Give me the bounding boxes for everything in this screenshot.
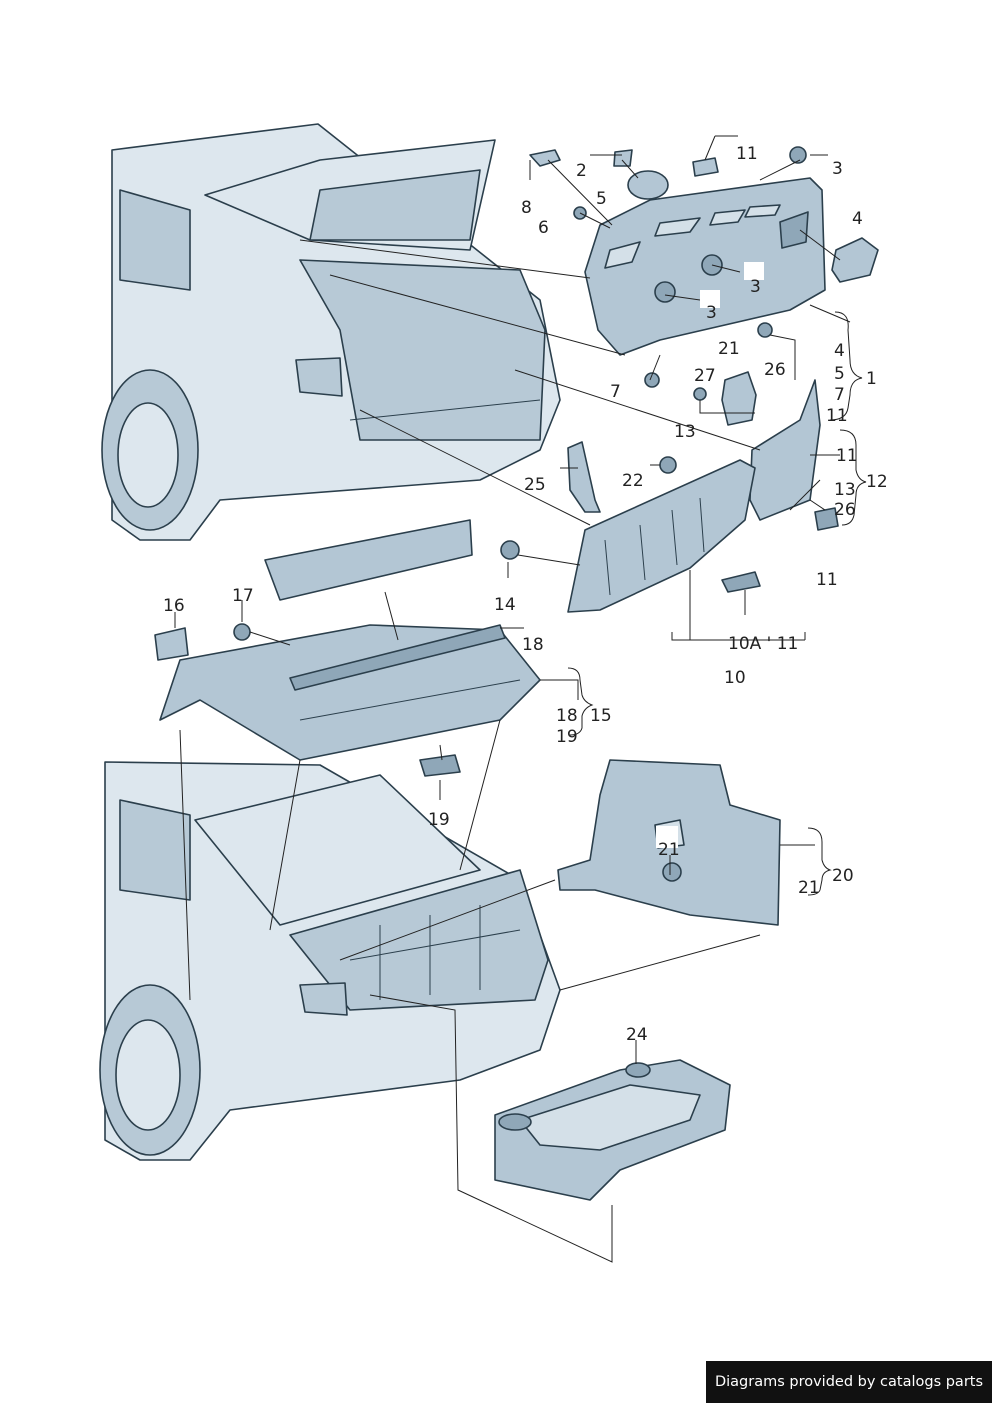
clip-26	[814, 507, 839, 531]
callout-26: 26	[764, 360, 786, 380]
light-5	[627, 170, 669, 200]
callout-27: 27	[694, 366, 716, 386]
callout-22: 22	[622, 471, 644, 491]
clip-2	[613, 149, 633, 167]
side-trim-12	[749, 379, 821, 521]
callout-4: 4	[834, 341, 845, 361]
callout-16: 16	[163, 596, 185, 616]
callout-5: 5	[834, 364, 845, 384]
callout-19: 19	[428, 810, 450, 830]
callout-21: 21	[658, 840, 680, 860]
clip-11	[692, 157, 719, 177]
callout-labels: 2 11 3 5 8 6 4 3 3 21 4 5 7 11 1 27 26 7…	[163, 144, 888, 1045]
callout-11: 11	[816, 570, 838, 590]
callout-3: 3	[832, 159, 843, 179]
screw-3	[789, 146, 807, 164]
callout-8: 8	[521, 198, 532, 218]
clip-8	[529, 149, 561, 167]
callout-19: 19	[556, 727, 578, 747]
strap-25	[567, 441, 601, 513]
screw-27	[693, 387, 707, 401]
cover-13	[721, 371, 757, 426]
cover-roll-18	[264, 519, 473, 601]
sill-panel	[500, 459, 761, 613]
tailgate-hardware	[529, 146, 879, 388]
screw-17	[233, 623, 251, 641]
callout-14: 14	[494, 595, 516, 615]
callout-11: 11	[826, 406, 848, 426]
upper-car-illustration	[101, 123, 561, 541]
callout-6: 6	[538, 218, 549, 238]
callout-13: 13	[834, 480, 856, 500]
callout-3: 3	[706, 303, 717, 323]
callout-15: 15	[590, 706, 612, 726]
callout-10a-11: 10A ' 11	[728, 634, 798, 654]
clip-7	[644, 372, 660, 388]
callout-7: 7	[834, 385, 845, 405]
callout-21: 21	[718, 339, 740, 359]
callout-11: 11	[836, 446, 858, 466]
callout-3: 3	[750, 277, 761, 297]
nut-22	[659, 456, 677, 474]
screw-21b	[662, 862, 682, 882]
callout-13: 13	[674, 422, 696, 442]
callout-25: 25	[524, 475, 546, 495]
foam-insert	[494, 1059, 731, 1201]
screw-14	[500, 540, 520, 560]
callout-18: 18	[522, 635, 544, 655]
label-mask	[700, 290, 720, 308]
label-mask	[656, 826, 678, 848]
screw-21	[757, 322, 773, 338]
callout-20: 20	[832, 866, 854, 886]
side-trim-parts	[567, 371, 839, 531]
bracket-16	[154, 627, 189, 661]
callout-1: 1	[866, 369, 877, 389]
handle-4	[831, 237, 879, 283]
callout-18: 18	[556, 706, 578, 726]
callout-17: 17	[232, 586, 254, 606]
clip-11b	[721, 571, 761, 593]
callout-5: 5	[596, 189, 607, 209]
leader-lines	[174, 135, 867, 1263]
callout-7: 7	[610, 382, 621, 402]
callout-11: 11	[736, 144, 758, 164]
callout-21: 21	[798, 878, 820, 898]
parcel-shelf	[154, 519, 541, 777]
callout-2: 2	[576, 161, 587, 181]
footer-credit-badge: Diagrams provided by catalogs parts	[706, 1361, 992, 1403]
callout-26: 26	[834, 500, 856, 520]
callout-10: 10	[724, 668, 746, 688]
lower-car-illustration	[99, 761, 561, 1161]
callout-24: 24	[626, 1025, 648, 1045]
clip-19	[419, 754, 461, 777]
label-mask	[744, 262, 764, 280]
screw-3c	[654, 281, 676, 303]
callout-12: 12	[866, 472, 888, 492]
callout-4: 4	[852, 209, 863, 229]
